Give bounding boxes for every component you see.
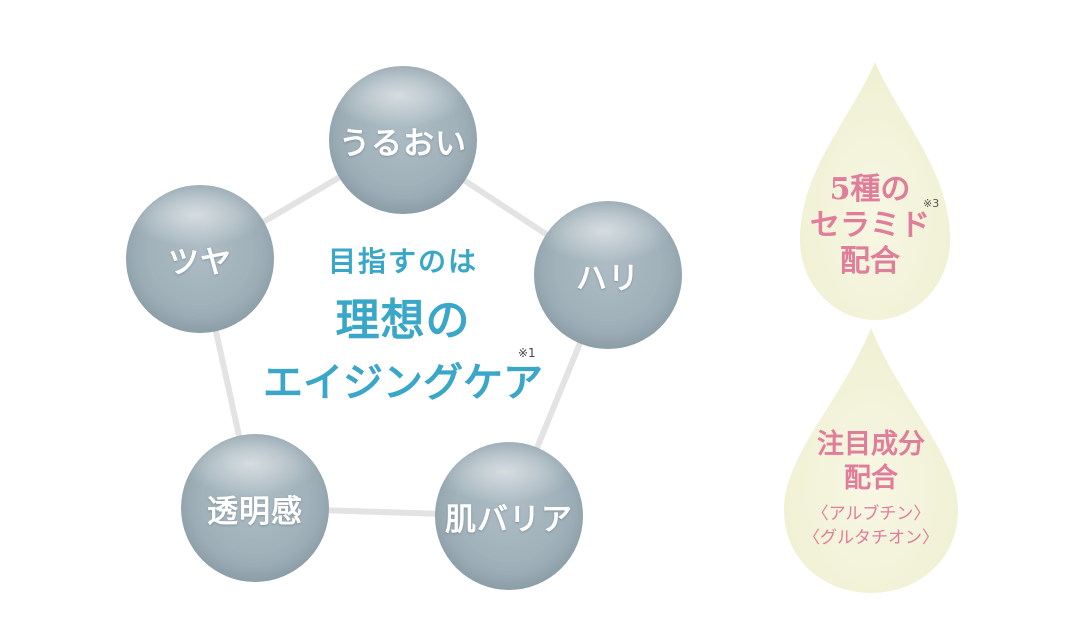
headline-line-2: 理想の [335, 295, 471, 346]
center-headline: 目指すのは 理想の エイジングケア [238, 240, 568, 408]
drop-2-text: 注目成分 配合 〈アルブチン〉 〈グルタチオン〉 [786, 428, 956, 550]
orb-label: 肌バリア [445, 501, 573, 538]
orb-skin-barrier: 肌バリア [435, 442, 583, 590]
drop-1-line-2: セラミド [810, 208, 930, 243]
drop-2-sub-2: 〈グルタチオン〉 [803, 528, 939, 548]
orb-firmness: ハリ [534, 201, 682, 349]
orb-label: ツヤ [168, 244, 232, 281]
drop-1-line-1: 5種の [829, 172, 911, 207]
orb-moisture: うるおい [329, 66, 477, 214]
headline-line-1: 目指すのは [327, 245, 478, 278]
orb-radiance: ツヤ [126, 185, 274, 333]
water-drop-1 [800, 62, 950, 320]
footnote-marker-1: ※1 [518, 346, 536, 360]
drop-1-line-3: 配合 [840, 244, 900, 279]
orb-clarity: 透明感 [181, 434, 329, 582]
water-drop-2 [784, 328, 958, 593]
drop-2-sub-1: 〈アルブチン〉 [811, 504, 931, 524]
orb-label: ハリ [576, 260, 640, 297]
drop-2-line-1: 注目成分 [817, 429, 925, 460]
orb-label: うるおい [339, 125, 467, 162]
drop-2-line-2: 配合 [844, 463, 898, 494]
orb-label: 透明感 [207, 493, 303, 530]
footnote-marker-3: ※3 [923, 197, 940, 210]
drop-1-text: 5種の セラミド 配合 [790, 172, 950, 280]
headline-line-3: エイジングケア [263, 359, 543, 406]
